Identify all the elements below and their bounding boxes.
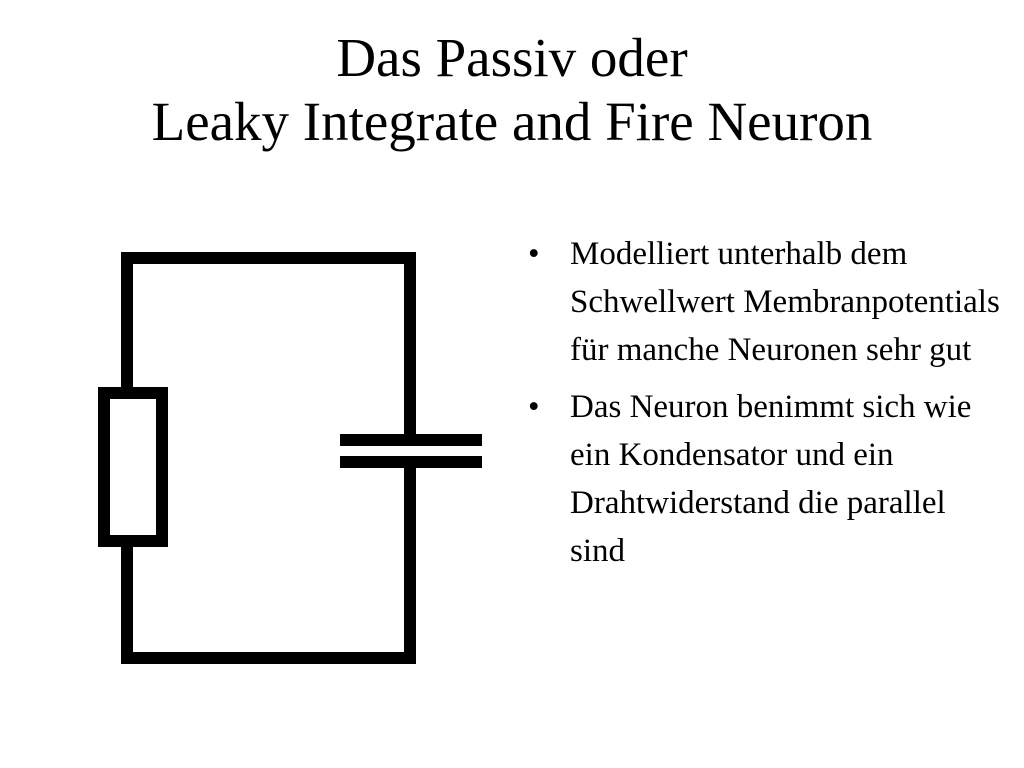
bullet-item: • Das Neuron benimmt sich wie ein Konden… xyxy=(528,383,1008,575)
bullet-text: Modelliert unterhalb dem Schwellwert Mem… xyxy=(570,236,1000,368)
title-line-2: Leaky Integrate and Fire Neuron xyxy=(151,91,873,152)
slide-title: Das Passiv oder Leaky Integrate and Fire… xyxy=(0,26,1024,154)
bullet-item: • Modelliert unterhalb dem Schwellwert M… xyxy=(528,230,1008,374)
bullet-list: • Modelliert unterhalb dem Schwellwert M… xyxy=(528,230,1008,584)
bullet-text: Das Neuron benimmt sich wie ein Kondensa… xyxy=(570,389,972,569)
bullet-marker: • xyxy=(528,236,540,272)
resistor-symbol xyxy=(98,387,168,547)
wire-left-lower xyxy=(121,460,416,664)
wire-left-upper xyxy=(121,252,416,440)
bullet-marker: • xyxy=(528,389,540,425)
title-line-1: Das Passiv oder xyxy=(336,27,688,88)
